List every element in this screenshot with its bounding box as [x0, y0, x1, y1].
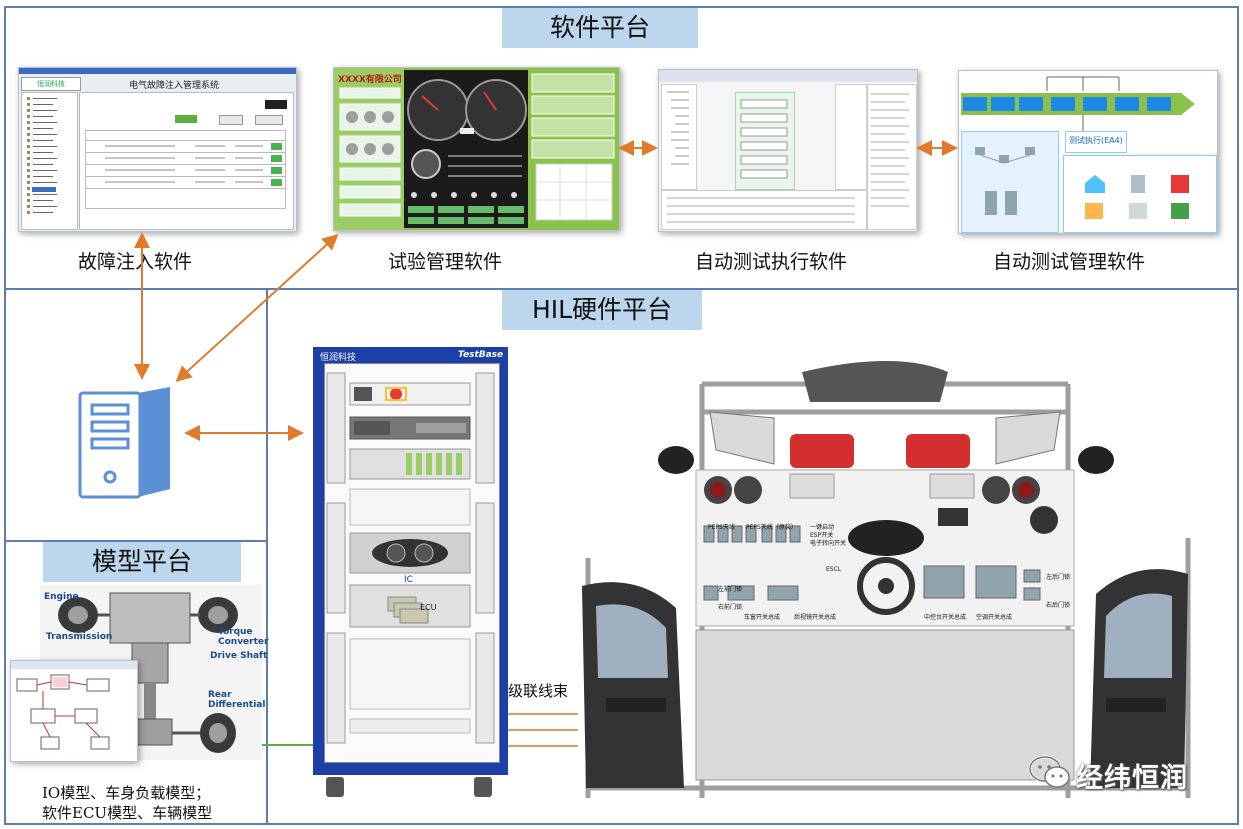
arrow-testmgmt-server [175, 233, 339, 383]
part-label-drive-shaft: Drive Shaft [210, 651, 268, 661]
cabinet-wheel-left [326, 777, 344, 797]
harness-label: 级联线束 [508, 682, 569, 700]
panel-label-left-front-lock: 左前门锁 [718, 586, 743, 593]
server-computer-icon [78, 387, 170, 499]
cabinet-ic-label: IC [404, 575, 413, 585]
auto-test-execution-caption: 自动测试执行软件 [695, 251, 848, 273]
auto-test-execution-screenshot [658, 69, 918, 232]
cabinet-ecu-label: ECU [420, 603, 437, 612]
hil-platform-title: HIL硬件平台 [502, 290, 702, 330]
model-caption-line2: 软件ECU模型、车辆模型 [42, 804, 213, 822]
panel-label-left-rear-lock: 左后门锁 [1046, 574, 1071, 581]
part-label-torque-converter: Torque Converter [218, 627, 269, 647]
model-platform-frame [4, 540, 268, 825]
auto-test-management-screenshot: 测试执行(EA4) [958, 70, 1218, 234]
watermark-text: 经纬恒润 [1076, 763, 1188, 794]
panel-label-esp-switch: ESP开关 [810, 532, 834, 539]
company-label: XXXX有限公司 [338, 75, 402, 85]
cabinet-brand: TestBase [458, 350, 504, 360]
panel-label-electronic-steering: 电子转向开关 [810, 540, 847, 547]
panel-label-right-front-lock: 右前门锁 [718, 604, 743, 611]
model-platform-title: 模型平台 [43, 542, 241, 582]
part-label-transmission: Transmission [46, 632, 113, 642]
part-label-rear-differential: Rear Differential [208, 690, 266, 710]
model-caption-line1: IO模型、车身负载模型； [42, 784, 211, 802]
panel-label-window-switch: 车窗开关总成 [744, 614, 781, 621]
auto-test-management-caption: 自动测试管理软件 [993, 251, 1146, 273]
panel-label-escl: ESCL [826, 566, 842, 573]
cabinet-logo: 恒润科技 [320, 353, 357, 363]
cabinet-rack-modules [326, 372, 495, 744]
wechat-icon [1028, 755, 1070, 788]
part-label-engine: Engine [44, 592, 79, 602]
panel-label-one-key-start: 一键启动 [810, 524, 835, 531]
app-window-title: 电气故障注入管理系统 [129, 81, 220, 91]
panel-label-peps-original: PEPS天线（原装） [746, 524, 797, 531]
test-management-screenshot: XXXX有限公司 [333, 67, 620, 231]
software-platform-title: 软件平台 [502, 8, 698, 48]
cabinet-wheel-right [474, 777, 492, 797]
test-execution-label: 测试执行(EA4) [1069, 136, 1123, 145]
test-management-caption: 试验管理软件 [388, 251, 503, 273]
fault-injection-screenshot: 恒润科技 电气故障注入管理系统 [18, 67, 297, 232]
simulink-model-screenshot [10, 660, 138, 762]
panel-label-ac-switch: 空调开关总成 [976, 614, 1013, 621]
vehicle-test-bench [582, 361, 1191, 798]
app-logo: 恒润科技 [21, 77, 81, 91]
panel-label-mirror-switch: 后视镜开关总成 [794, 614, 837, 621]
panel-label-right-rear-lock: 右后门锁 [1046, 602, 1071, 609]
panel-label-center-console: 中控台开关总成 [924, 614, 967, 621]
panel-label-peps-antenna: PEPS天线 [708, 524, 735, 531]
